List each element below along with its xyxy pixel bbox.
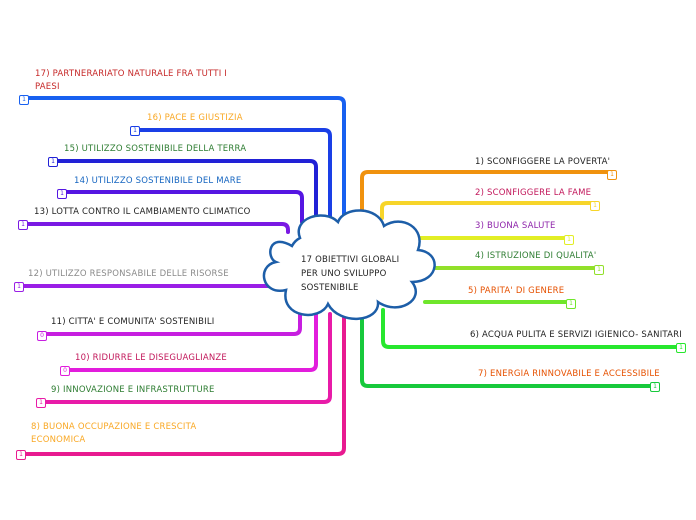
branch-count-badge-r6[interactable]: 1 xyxy=(676,343,686,353)
branch-count-badge-r5[interactable]: 1 xyxy=(566,299,576,309)
branch-label-l16[interactable]: 16) PACE E GIUSTIZIA xyxy=(147,113,243,123)
branch-label-r7[interactable]: 7) ENERGIA RINNOVABILE E ACCESSIBILE xyxy=(478,369,660,379)
branch-count-badge-l10[interactable]: 0 xyxy=(60,366,70,376)
branch-count-badge-l15[interactable]: 1 xyxy=(48,157,58,167)
branch-count-badge-l16[interactable]: 1 xyxy=(130,126,140,136)
branch-line-l14 xyxy=(59,190,304,224)
branch-label-l8[interactable]: 8) BUONA OCCUPAZIONE E CRESCITA ECONOMIC… xyxy=(31,422,197,445)
branch-line-l8 xyxy=(18,310,346,456)
branch-count-badge-l8[interactable]: 1 xyxy=(16,450,26,460)
branch-count-badge-r1[interactable]: 1 xyxy=(607,170,617,180)
branch-label-l11[interactable]: 11) CITTA' E COMUNITA' SOSTENIBILI xyxy=(51,317,215,327)
branch-count-badge-l17[interactable]: 1 xyxy=(19,95,29,105)
branch-line-l11 xyxy=(39,308,302,336)
branch-count-badge-r4[interactable]: 1 xyxy=(594,265,604,275)
branch-count-badge-r3[interactable]: 1 xyxy=(564,235,574,245)
branch-label-l13[interactable]: 13) LOTTA CONTRO IL CAMBIAMENTO CLIMATIC… xyxy=(34,207,251,217)
branch-line-r6 xyxy=(381,308,682,349)
branch-label-r6[interactable]: 6) ACQUA PULITA E SERVIZI IGIENICO- SANI… xyxy=(470,330,682,340)
branch-label-l9[interactable]: 9) INNOVAZIONE E INFRASTRUTTURE xyxy=(51,385,215,395)
branch-count-badge-l11[interactable]: 0 xyxy=(37,331,47,341)
branch-line-l15 xyxy=(50,159,318,222)
branch-label-l10[interactable]: 10) RIDURRE LE DISEGUAGLIANZE xyxy=(75,353,227,363)
branch-label-l14[interactable]: 14) UTILIZZO SOSTENIBILE DEL MARE xyxy=(74,176,242,186)
branch-label-r1[interactable]: 1) SCONFIGGERE LA POVERTA' xyxy=(475,157,611,167)
branch-label-l12[interactable]: 12) UTILIZZO RESPONSABILE DELLE RISORSE xyxy=(28,269,229,279)
branch-label-l17[interactable]: 17) PARTNERARIATO NATURALE FRA TUTTI I P… xyxy=(35,69,228,92)
central-node-cloud[interactable] xyxy=(262,209,436,320)
branch-label-r5[interactable]: 5) PARITA' DI GENERE xyxy=(468,286,565,296)
branch-count-badge-l12[interactable]: 1 xyxy=(14,282,24,292)
branch-label-r4[interactable]: 4) ISTRUZIONE DI QUALITA' xyxy=(475,251,597,261)
branch-line-l13 xyxy=(20,222,290,234)
branch-line-r2 xyxy=(380,201,596,220)
branch-count-badge-r2[interactable]: 1 xyxy=(590,201,600,211)
central-node-label[interactable]: 17 OBIETTIVI GLOBALI PER UNO SVILUPPO SO… xyxy=(301,255,400,293)
branch-count-badge-l9[interactable]: 1 xyxy=(36,398,46,408)
branch-line-l16 xyxy=(132,128,332,224)
branch-count-badge-l14[interactable]: 1 xyxy=(57,189,67,199)
branch-line-l10 xyxy=(62,312,318,372)
branch-label-r3[interactable]: 3) BUONA SALUTE xyxy=(475,221,556,231)
branch-line-l17 xyxy=(21,96,346,228)
branch-line-r7 xyxy=(360,318,656,388)
branch-count-badge-r7[interactable]: 1 xyxy=(650,382,660,392)
branch-line-r1 xyxy=(360,170,613,247)
branch-label-l15[interactable]: 15) UTILIZZO SOSTENIBILE DELLA TERRA xyxy=(64,144,247,154)
branch-count-badge-l13[interactable]: 1 xyxy=(18,220,28,230)
branch-line-l9 xyxy=(38,312,332,404)
branch-label-r2[interactable]: 2) SCONFIGGERE LA FAME xyxy=(475,188,592,198)
